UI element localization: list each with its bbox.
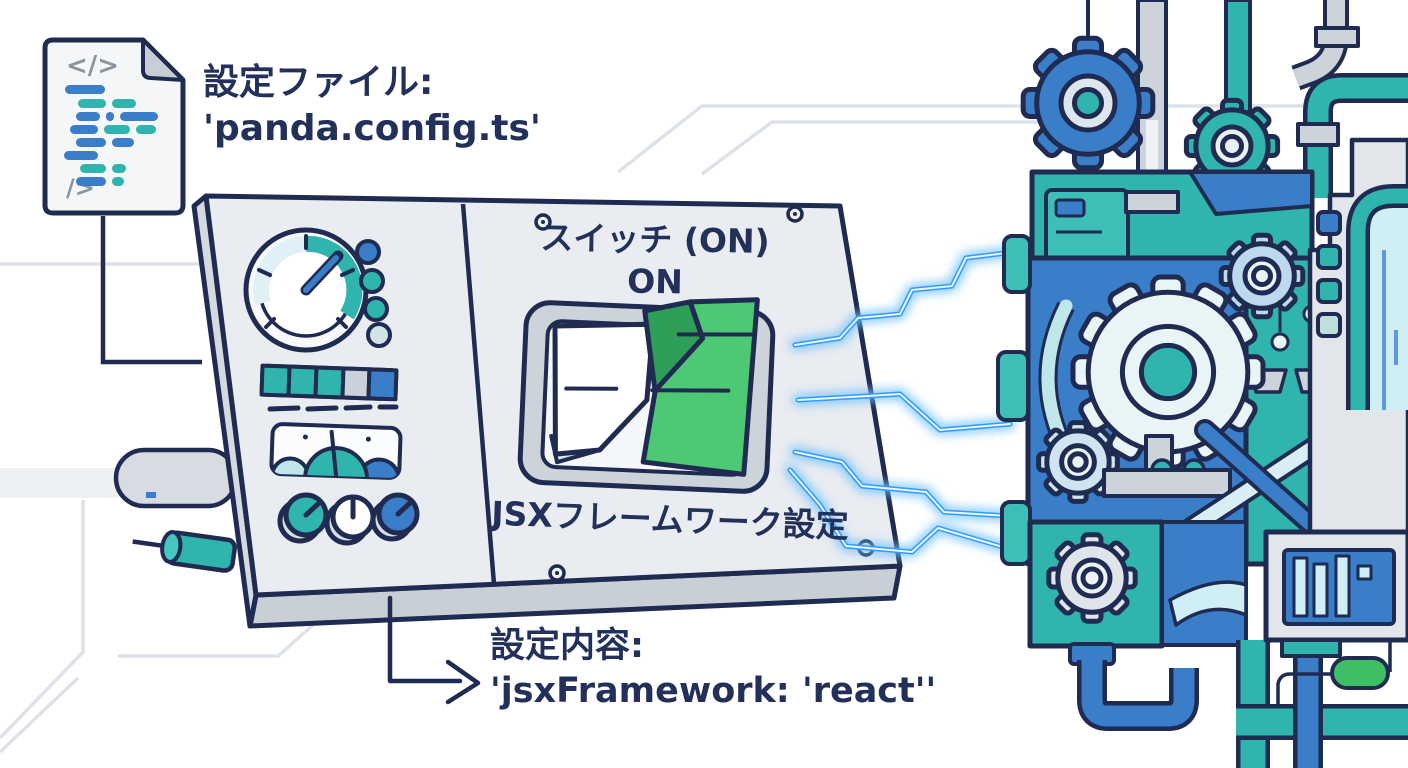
config-content-caption: 設定内容: 'jsxFramework: 'react'' [490,624,936,714]
small-top-gear [1221,235,1303,317]
blue-gear [1023,38,1153,168]
led-indicator-column [355,239,392,348]
gray-pipe-arm [113,447,239,509]
config-file-caption: 設定ファイル: 'panda.config.ts' [203,60,541,152]
control-panel [191,193,903,629]
code-lines [64,85,158,186]
gauge-needle [303,255,339,293]
green-pill-connector [1276,640,1392,704]
gear-machine [996,0,1408,768]
switch-state-label: ON [626,261,684,302]
teal-rod [1224,0,1252,114]
config-content-caption-line1: 設定内容: [490,626,644,666]
pipe-collar [1296,122,1340,147]
panel-divider [460,203,497,585]
config-content-caption-line2: 'jsxFramework: 'react'' [490,670,937,711]
arch-window [1346,184,1408,410]
config-content-arrow [387,595,481,705]
code-open-tag-glyph: </> [66,51,119,81]
bar-display-panel [1263,529,1408,658]
rocker-switch-on[interactable] [517,290,776,494]
blue-elbow-pipe [1077,660,1199,731]
code-file-icon: </> /> [42,37,186,216]
panel-left-attachments [0,447,239,573]
switch-on-half [640,297,760,477]
config-file-caption-line2: 'panda.config.ts' [203,108,541,150]
piston-bar [1102,468,1232,498]
bottom-gear [1049,535,1135,621]
machine-ports [996,234,1032,566]
config-file-connector-line [100,216,202,365]
rotary-knobs [277,492,420,546]
dial-gauge-icon [243,227,369,353]
segmented-level-bar [259,363,399,402]
folded-corner [141,38,185,82]
teal-cylinder [132,530,237,573]
pale-swoosh [1168,580,1248,627]
teal-elbow-pipe [1296,73,1408,198]
blue-tick [146,492,156,498]
gray-elbow-pipe [1291,0,1360,91]
blue-wedge [1188,170,1314,216]
panel-dashes [267,404,399,412]
switch-caption: スイッチ (ON) [540,218,770,261]
config-file-caption-line1: 設定ファイル: [203,62,434,103]
tower-squares [1316,210,1342,338]
